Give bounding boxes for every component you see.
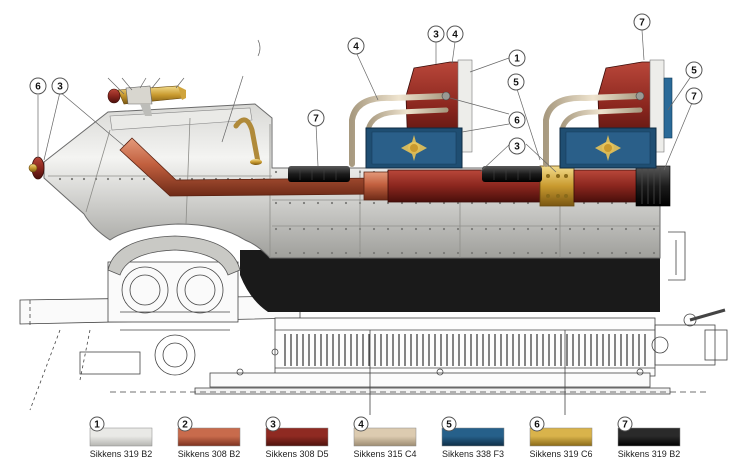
callout-4: 3 <box>427 25 445 43</box>
legend-label: Sikkens 308 B2 <box>178 449 241 459</box>
seat-front <box>349 59 473 169</box>
callout-9: 5 <box>685 61 703 79</box>
legend-number: 5 <box>446 420 452 431</box>
callout-number: 1 <box>514 54 520 65</box>
seat-rear <box>543 59 673 169</box>
callout-number: 3 <box>433 30 439 41</box>
legend-label: Sikkens 308 D5 <box>265 449 328 459</box>
callout-number: 7 <box>313 114 319 125</box>
nose-cone <box>28 156 45 180</box>
legend-number: 3 <box>270 420 276 431</box>
sun-emblem-1 <box>401 135 427 161</box>
callout-11: 7 <box>633 13 651 31</box>
legend-label: Sikkens 315 C4 <box>353 449 416 459</box>
legend-swatch <box>177 427 241 447</box>
legend-number: 1 <box>94 420 100 431</box>
chassis-drawing <box>19 231 728 415</box>
callout-number: 7 <box>691 92 697 103</box>
callout-number: 4 <box>353 42 359 53</box>
legend-number: 4 <box>358 420 364 431</box>
legend-swatch <box>89 427 153 447</box>
legend-number: 2 <box>182 420 188 431</box>
callout-6: 1 <box>508 49 526 67</box>
underbody-skirt <box>240 250 660 312</box>
legend-swatch <box>353 427 417 447</box>
callout-2: 3 <box>51 77 69 95</box>
callout-number: 5 <box>513 78 519 89</box>
legend-swatch <box>441 427 505 447</box>
callout-number: 3 <box>57 82 63 93</box>
legend-label: Sikkens 338 F3 <box>442 449 504 459</box>
grip-bars <box>288 166 542 182</box>
callout-12: 7 <box>685 87 703 105</box>
callout-8: 7 <box>307 109 325 127</box>
leader-lines <box>37 29 695 173</box>
callouts: 6 3 4 3 4 1 5 7 5 6 7 7 3 <box>29 13 703 155</box>
callout-10: 6 <box>508 111 526 129</box>
callout-13: 3 <box>508 137 526 155</box>
legend-swatch <box>265 427 329 447</box>
legend-swatch <box>529 427 593 447</box>
callout-1: 6 <box>29 77 47 95</box>
rack-teeth <box>284 334 646 366</box>
periscope <box>107 85 186 116</box>
legend-number: 7 <box>622 420 628 431</box>
legend-number: 6 <box>534 420 540 431</box>
handle <box>233 117 261 165</box>
callout-number: 4 <box>452 30 458 41</box>
legend-label: Sikkens 319 B2 <box>618 449 681 459</box>
sun-emblem-2 <box>595 135 621 161</box>
callout-number: 6 <box>514 116 520 127</box>
callout-number: 3 <box>514 142 520 153</box>
callout-3: 4 <box>347 37 365 55</box>
wheel-arch <box>107 235 241 276</box>
legend-swatch <box>617 427 681 447</box>
callout-5: 4 <box>446 25 464 43</box>
callout-number: 6 <box>35 82 41 93</box>
legend-label: Sikkens 319 C6 <box>529 449 592 459</box>
callout-number: 7 <box>639 18 645 29</box>
callout-7: 5 <box>507 73 525 91</box>
legend-label: Sikkens 319 B2 <box>90 449 153 459</box>
callout-number: 5 <box>691 66 697 77</box>
